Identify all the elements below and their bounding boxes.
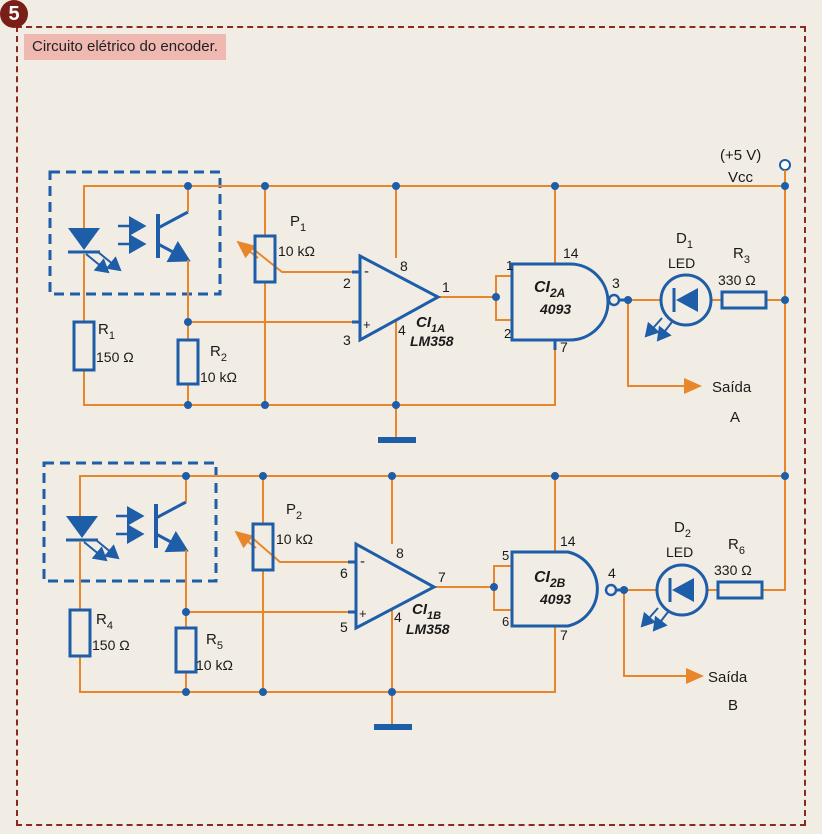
r5-value: 10 kΩ <box>196 657 233 673</box>
ir-led-a-icon <box>68 228 122 274</box>
opamp-ci1a-icon <box>358 253 442 343</box>
gate-a-ci-label: CI2A <box>534 279 565 300</box>
led-d1-icon <box>644 273 713 342</box>
opamp-a-pin-minus: 2 <box>343 275 351 291</box>
resistor-r6-icon <box>716 580 764 600</box>
emission-arrows-b-icon <box>116 506 145 544</box>
gate-b-pin-in1: 5 <box>502 548 509 563</box>
resistor-r5-icon <box>174 626 198 674</box>
opamp-b-pin-vcc: 8 <box>396 545 404 561</box>
opamp-b-pin-gnd: 4 <box>394 609 402 625</box>
d1-label: D1 <box>676 230 693 251</box>
gate-b-part: 4093 <box>539 591 571 607</box>
potentiometer-p2-icon <box>251 522 275 572</box>
gate-a-part: 4093 <box>539 301 571 317</box>
figure-frame <box>16 26 806 826</box>
output-a-label: Saída <box>712 379 752 396</box>
output-b-letter: B <box>728 697 738 714</box>
r3-value: 330 Ω <box>718 272 756 288</box>
emission-arrows-a-icon <box>118 216 147 254</box>
nand-gate-ci2a-icon <box>510 262 610 342</box>
r1-label: R1 <box>98 321 115 342</box>
gate-a-pin-in2: 2 <box>504 326 511 341</box>
resistor-r3-icon <box>720 290 768 310</box>
opamp-b-sign-plus: + <box>359 606 367 621</box>
gate-a-pin-in1: 1 <box>506 258 513 273</box>
opamp-b-ci-label: CI1B <box>412 601 441 622</box>
gate-a-pin-vcc: 14 <box>563 245 579 261</box>
gate-b-pin-in2: 6 <box>502 614 509 629</box>
gate-b-ci-label: CI2B <box>534 569 566 590</box>
r4-label: R4 <box>96 611 113 632</box>
gate-a-pin-gnd: 7 <box>560 339 568 355</box>
gate-b-pin-gnd: 7 <box>560 627 568 643</box>
vcc-terminal <box>779 159 791 171</box>
d2-label: D2 <box>674 519 691 540</box>
optocoupler-b-box <box>42 461 218 583</box>
resistor-r2-icon <box>176 338 200 386</box>
channel-b: R4 150 Ω R5 10 kΩ P2 10 kΩ 6 - 5 + 8 4 7… <box>42 461 789 730</box>
r2-label: R2 <box>210 343 227 364</box>
opamp-b-sign-minus: - <box>360 553 365 570</box>
resistor-r4-icon <box>68 608 92 658</box>
opamp-a-ci-label: CI1A <box>416 314 445 335</box>
p1-value: 10 kΩ <box>278 243 315 259</box>
opamp-b-pin-plus: 5 <box>340 619 348 635</box>
potentiometer-p1-icon <box>253 234 277 284</box>
opamp-a-pin-plus: 3 <box>343 332 351 348</box>
opamp-ci1b-icon <box>354 541 438 631</box>
r3-label: R3 <box>733 245 750 266</box>
ground-b-icon <box>374 724 412 730</box>
gate-a-pin-out: 3 <box>612 275 620 291</box>
led-d2-icon <box>640 563 709 632</box>
ground-a-icon <box>378 437 416 443</box>
d1-type: LED <box>668 255 695 271</box>
opamp-a-part: LM358 <box>410 333 454 349</box>
phototransistor-a-icon <box>156 210 191 263</box>
r5-label: R5 <box>206 631 223 652</box>
resistor-r1-icon <box>72 320 96 372</box>
opamp-a-pin-vcc: 8 <box>400 258 408 274</box>
d2-type: LED <box>666 544 693 560</box>
r6-value: 330 Ω <box>714 562 752 578</box>
figure-number-badge: 5 <box>0 0 28 28</box>
supply-voltage-label: (+5 V) <box>720 147 761 164</box>
opamp-a-pin-gnd: 4 <box>398 322 406 338</box>
gate-b-pin-vcc: 14 <box>560 533 576 549</box>
gate-b-pin-out: 4 <box>608 565 616 581</box>
ir-led-b-icon <box>66 516 120 562</box>
supply-name-label: Vcc <box>728 169 754 186</box>
output-b-label: Saída <box>708 669 748 686</box>
channel-a: R1 150 Ω R2 10 kΩ P1 10 kΩ 2 - 3 + 8 4 1… <box>48 170 789 443</box>
opamp-b-pin-minus: 6 <box>340 565 348 581</box>
p2-label: P2 <box>286 501 302 522</box>
phototransistor-b-icon <box>154 500 189 553</box>
r6-label: R6 <box>728 536 745 557</box>
opamp-b-pin-out: 7 <box>438 569 446 585</box>
r2-value: 10 kΩ <box>200 369 237 385</box>
p2-value: 10 kΩ <box>276 531 313 547</box>
r1-value: 150 Ω <box>96 349 134 365</box>
supply: (+5 V) Vcc <box>720 147 791 478</box>
figure-caption: Circuito elétrico do encoder. <box>24 34 226 60</box>
opamp-a-pin-out: 1 <box>442 279 450 295</box>
optocoupler-a-box <box>48 170 222 296</box>
opamp-a-sign-minus: - <box>364 263 369 280</box>
nand-gate-ci2b-icon <box>510 550 599 628</box>
output-a-letter: A <box>730 409 740 426</box>
opamp-a-sign-plus: + <box>363 317 371 332</box>
opamp-b-part: LM358 <box>406 621 450 637</box>
r4-value: 150 Ω <box>92 637 130 653</box>
p1-label: P1 <box>290 213 306 234</box>
